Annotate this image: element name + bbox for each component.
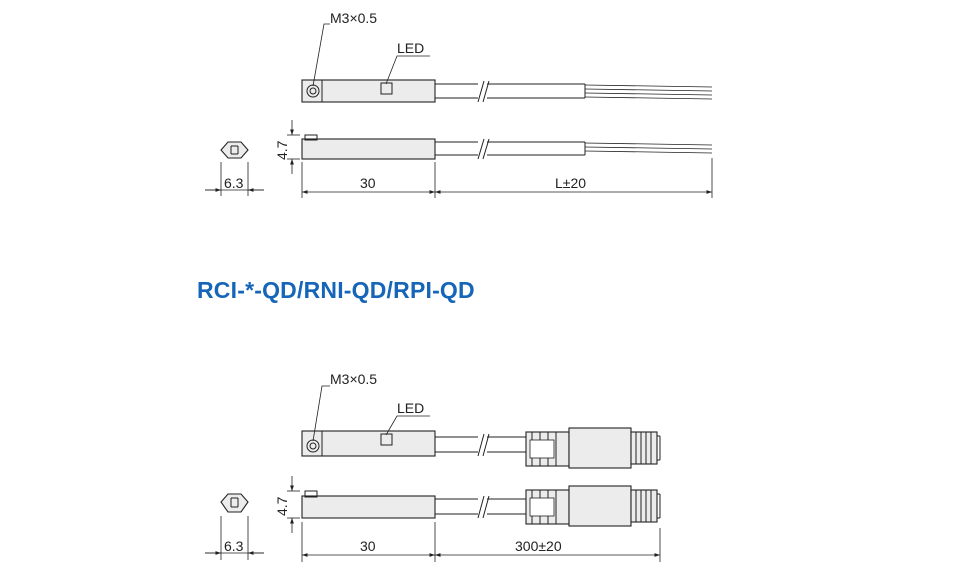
bottom-connector-top <box>525 427 661 469</box>
bottom-thread-leader <box>312 385 330 442</box>
top-drawing: M3×0.5 LED <box>205 10 713 198</box>
bottom-led-leader <box>385 415 430 436</box>
bottom-end-view <box>220 493 249 513</box>
top-end-view <box>220 141 249 159</box>
top-thread-leader <box>312 23 330 87</box>
top-dimensions <box>205 120 713 198</box>
bottom-sensor-top-view <box>301 385 661 469</box>
bottom-body-length-dim: 30 <box>360 538 376 554</box>
top-width-dim: 6.3 <box>224 175 244 191</box>
top-cable-length-dim: L±20 <box>555 175 586 191</box>
bottom-dimensions <box>205 476 661 562</box>
top-sensor-top-view <box>301 23 713 103</box>
bottom-width-dim: 6.3 <box>224 538 244 554</box>
top-cable <box>435 80 713 103</box>
product-title: RCI-*-QD/RNI-QD/RPI-QD <box>197 277 475 303</box>
bottom-height-dim: 4.7 <box>274 496 290 516</box>
bottom-thread-label: M3×0.5 <box>330 371 377 387</box>
top-led-leader <box>385 55 430 85</box>
top-led-label: LED <box>397 40 424 56</box>
top-sensor-side-view <box>301 134 713 160</box>
top-body-length-dim: 30 <box>360 175 376 191</box>
bottom-sensor-side-view <box>301 485 661 527</box>
top-thread-label: M3×0.5 <box>330 10 377 26</box>
bottom-cable-length-dim: 300±20 <box>515 538 562 554</box>
bottom-connector-side <box>525 485 661 527</box>
bottom-drawing: M3×0.5 LED <box>205 371 661 562</box>
bottom-led-label: LED <box>397 400 424 416</box>
top-height-dim: 4.7 <box>274 140 290 160</box>
